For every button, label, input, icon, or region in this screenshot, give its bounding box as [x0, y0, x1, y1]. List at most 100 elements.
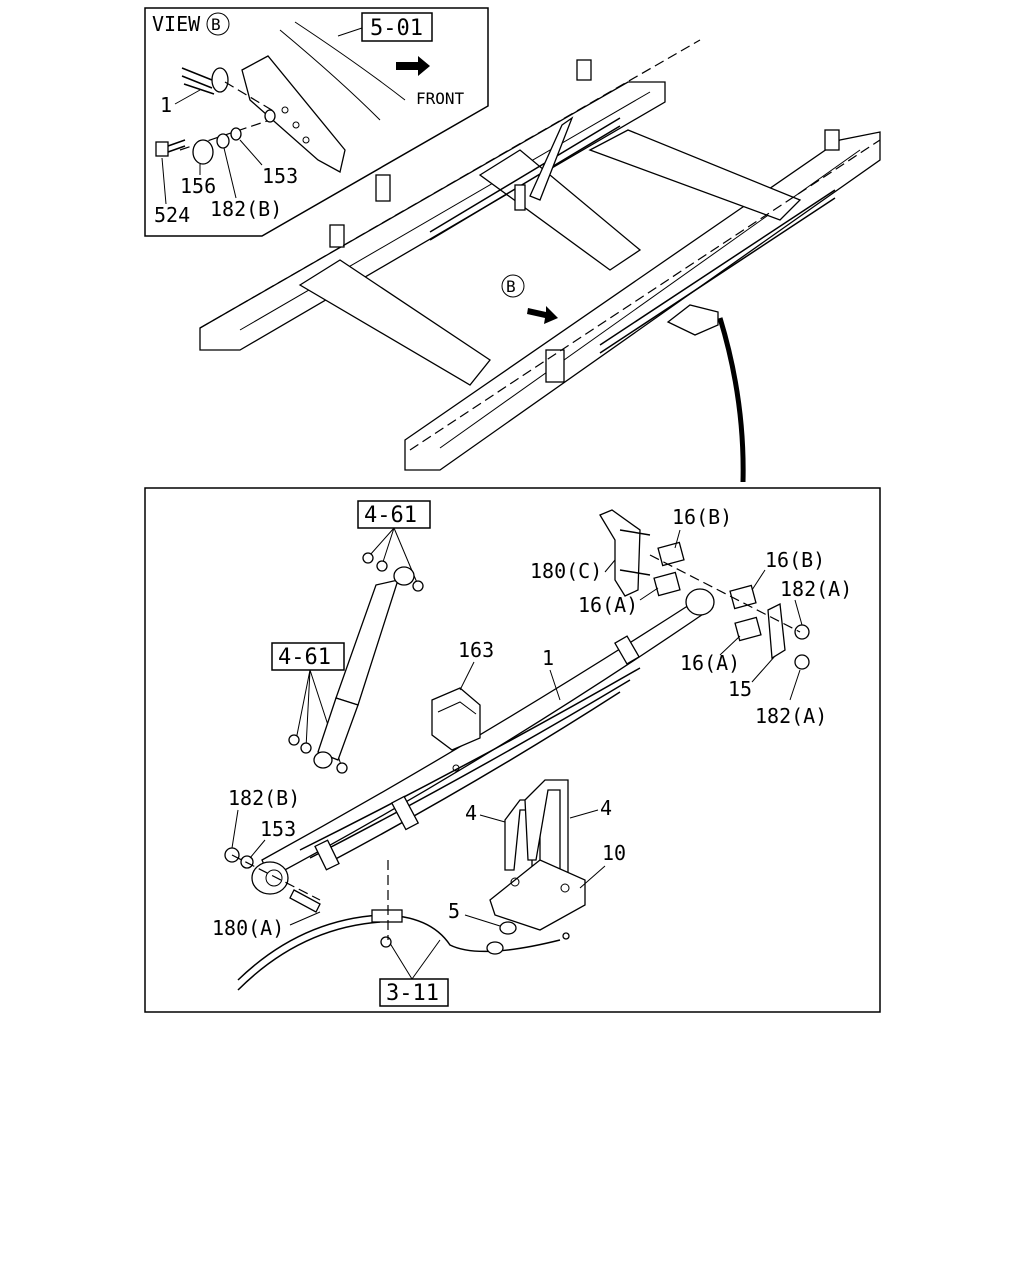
leader [174, 89, 201, 105]
leader [789, 669, 801, 701]
view-marker: B [211, 15, 221, 34]
leader [479, 814, 506, 823]
callout-16b-right: 16(B) [765, 548, 825, 572]
bushing-16b [657, 541, 685, 567]
ref-box-5-01 [361, 12, 433, 42]
hole [510, 877, 520, 887]
spring-clip [314, 839, 340, 871]
leader [569, 809, 599, 819]
callout-1: 1 [160, 93, 172, 117]
center-line [649, 554, 801, 633]
leader [289, 911, 321, 926]
leaf-spring-left [429, 117, 621, 233]
leader [464, 914, 501, 927]
view-b-marker-circle [501, 274, 525, 298]
ref-box-3-11 [379, 978, 449, 1007]
spring-seat-10 [489, 859, 586, 931]
leader [231, 809, 239, 849]
callout-16a-right: 16(A) [680, 651, 740, 675]
callout-182a-top: 182(A) [780, 577, 852, 601]
cross-member [478, 149, 642, 271]
inset-border [144, 7, 489, 237]
bump-stopper-163 [431, 687, 481, 751]
leader [751, 569, 766, 591]
leader [674, 529, 681, 549]
bushing-16a-right [734, 616, 762, 642]
callout-1: 1 [542, 646, 554, 670]
frame-rail-right [404, 131, 881, 471]
front-label: FRONT [416, 89, 465, 108]
spacer-156 [192, 139, 214, 165]
shackle-plate-15 [767, 603, 786, 660]
spring-leaves [181, 67, 215, 95]
hole [560, 883, 570, 893]
leader [604, 559, 616, 573]
callout-153: 153 [262, 164, 298, 188]
bushing-16b-right [729, 584, 757, 610]
hose-fitting [486, 941, 504, 955]
leaf-spring-right [599, 189, 836, 346]
leader [719, 635, 741, 656]
leader [223, 147, 237, 199]
callout-524: 524 [154, 203, 190, 227]
callout-16a-left: 16(A) [578, 593, 638, 617]
leader [751, 655, 776, 683]
view-b-inset: VIEW B 5-01 FRONT 1 156 153 [144, 7, 489, 237]
callout-182b: 182(B) [228, 786, 300, 810]
washer-153 [230, 127, 242, 141]
callout-156: 156 [180, 174, 216, 198]
shackle-pins [619, 529, 651, 576]
ref-box-5-01-text: 5-01 [370, 16, 423, 41]
leader [579, 865, 606, 889]
leaf-spring-right [599, 197, 836, 354]
hose-joint [371, 909, 403, 923]
leaf [309, 679, 631, 859]
rail-line [294, 21, 406, 101]
callout-180c: 180(C) [530, 559, 602, 583]
spring-front-eye [251, 861, 289, 895]
nut [362, 552, 374, 564]
leaf [329, 691, 621, 863]
frame-view-marker: B [506, 277, 516, 296]
brake-hose [237, 921, 381, 991]
leader [249, 839, 266, 859]
rail-line [279, 29, 381, 121]
spring-rear-eye [685, 588, 715, 616]
leader [639, 587, 659, 601]
bolt-180a [289, 889, 321, 913]
center-line [231, 854, 321, 901]
leader [549, 669, 561, 701]
washer [412, 580, 424, 592]
washer [336, 762, 348, 774]
hose-end [562, 932, 570, 940]
callout-153: 153 [260, 817, 296, 841]
callout-182b: 182(B) [210, 197, 282, 221]
view-label: VIEW [152, 12, 201, 36]
shock-top-bushing [393, 566, 415, 586]
center-line [409, 139, 881, 451]
nut-5 [499, 921, 517, 935]
center-line [199, 39, 701, 329]
detail-border [144, 487, 881, 1013]
bolt-head [155, 141, 169, 157]
callout-182a-bottom: 182(A) [755, 704, 827, 728]
plate-hole [281, 106, 289, 114]
mount [576, 59, 592, 81]
ref-box-4-61-top-text: 4-61 [364, 503, 417, 528]
shock-bottom-bushing [313, 751, 333, 769]
spring-eye [211, 67, 229, 93]
u-bolt-right [524, 779, 569, 881]
bolt-shank [167, 139, 186, 153]
shock-body [335, 579, 399, 706]
spring-clip [614, 635, 640, 665]
washer [300, 742, 312, 754]
view-arrow-icon [527, 306, 558, 324]
cross-member [298, 259, 491, 386]
callout-4-left: 4 [465, 801, 477, 825]
detail-box: 4-61 4-61 3-11 [144, 487, 881, 1013]
leader [161, 157, 167, 205]
leader [387, 939, 441, 980]
nut-182a [794, 654, 810, 670]
leader [459, 661, 475, 691]
shackle-bracket-180c [599, 509, 641, 597]
